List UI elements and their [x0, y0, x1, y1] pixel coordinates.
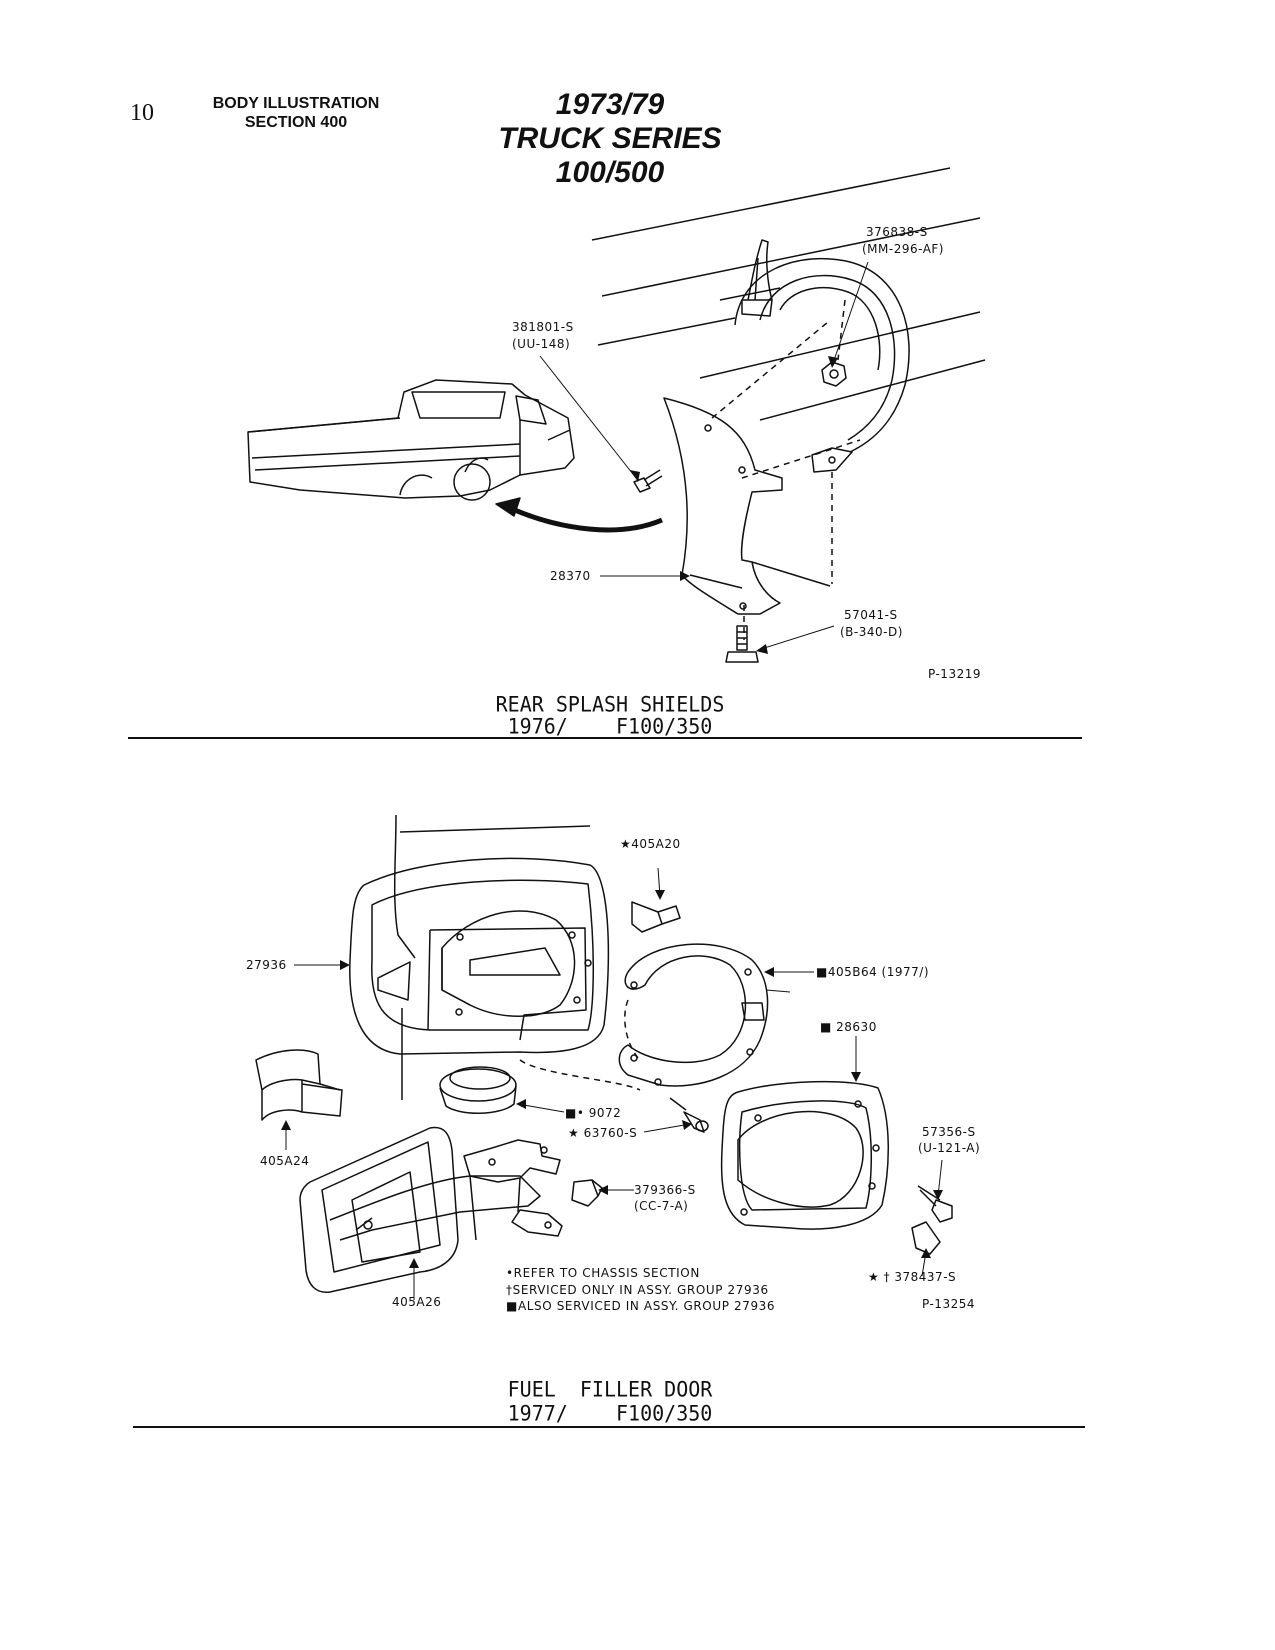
label-27936: 27936 [246, 958, 287, 972]
legend-note-also-serviced: ■ALSO SERVICED IN ASSY. GROUP 27936 [506, 1299, 776, 1313]
fuel-leader-lines [285, 867, 943, 1300]
legend-note-chassis: •REFER TO CHASSIS SECTION [506, 1266, 700, 1280]
housing-27936 [349, 857, 610, 1055]
callout-arrow [495, 497, 663, 533]
catalog-title-years: 1973/79 [555, 88, 665, 121]
label-57041-s-code: (B-340-D) [840, 625, 903, 639]
section-title: BODY ILLUSTRATION SECTION 400 [196, 94, 396, 132]
label-405a24: 405A24 [260, 1154, 310, 1168]
bumper-379366 [571, 1179, 603, 1207]
label-9072: ■• 9072 [565, 1106, 622, 1120]
label-376838-s: 376838-S [866, 225, 928, 239]
label-379366-s: 379366-S [634, 1183, 696, 1197]
label-57041-s: 57041-S [844, 608, 898, 622]
legend-notes: •REFER TO CHASSIS SECTION †SERVICED ONLY… [506, 1265, 775, 1315]
label-405b64: ■405B64 (1977/) [816, 965, 930, 979]
fuel-caption-line2: 1977/ F100/350 [507, 1400, 713, 1426]
legend-note-serviced-only: †SERVICED ONLY IN ASSY. GROUP 27936 [506, 1282, 769, 1297]
truck-thumbnail [247, 379, 575, 501]
wheel-arch [734, 257, 910, 453]
label-381801-s: 381801-S [512, 320, 574, 334]
lower-bracket [811, 447, 853, 473]
clip-405a20 [631, 901, 681, 933]
label-405a20: ★405A20 [620, 837, 681, 851]
screw-381801 [633, 469, 663, 493]
page-number: 10 [130, 100, 154, 126]
hinge [463, 1139, 563, 1241]
label-63760-s: ★ 63760-S [568, 1126, 638, 1140]
label-381801-s-code: (UU-148) [512, 337, 571, 351]
body-reference-lines [393, 814, 591, 1100]
clip-405a24 [255, 1049, 343, 1121]
label-405a26: 405A26 [392, 1295, 442, 1309]
ring-405b64 [618, 943, 769, 1087]
screw-63760 [669, 1097, 709, 1133]
fuel-caption-line1: FUEL FILLER DOOR [507, 1376, 713, 1402]
gasket-28630 [720, 1080, 890, 1230]
catalog-title: 1973/79 TRUCK SERIES 100/500 [440, 88, 780, 190]
splash-caption-line1: REAR SPLASH SHIELDS [495, 691, 725, 717]
section-title-line1: BODY ILLUSTRATION [212, 95, 380, 112]
section-title-line2: SECTION 400 [244, 114, 348, 131]
assembly-dash-lines [711, 299, 861, 640]
door-405a26 [299, 1126, 541, 1293]
label-378437-s: ★ † 378437-S [868, 1270, 957, 1284]
label-57356-s-code: (U-121-A) [918, 1141, 981, 1155]
label-57356-s: 57356-S [922, 1125, 976, 1139]
bolt-57041 [725, 625, 759, 663]
splash-caption-line2: 1976/ F100/350 [507, 713, 713, 739]
dash-links [519, 999, 641, 1091]
catalog-title-series: TRUCK SERIES 100/500 [498, 122, 722, 189]
screw-57356 [917, 1185, 953, 1223]
bumper-378437 [911, 1221, 941, 1255]
splash-shield-part [663, 397, 831, 615]
figure-ref-p13254: P-13254 [922, 1297, 975, 1311]
section-divider-2 [133, 1426, 1085, 1428]
figure-ref-p13219: P-13219 [928, 667, 981, 681]
upper-bracket [741, 239, 773, 317]
splash-leader-lines [539, 261, 869, 651]
label-379366-s-code: (CC-7-A) [634, 1199, 689, 1213]
label-376838-s-code: (MM-296-AF) [862, 242, 944, 256]
grommet-9072 [439, 1066, 517, 1114]
label-28370: 28370 [550, 569, 591, 583]
label-28630: ■ 28630 [820, 1020, 877, 1034]
section-divider-1 [128, 737, 1082, 739]
